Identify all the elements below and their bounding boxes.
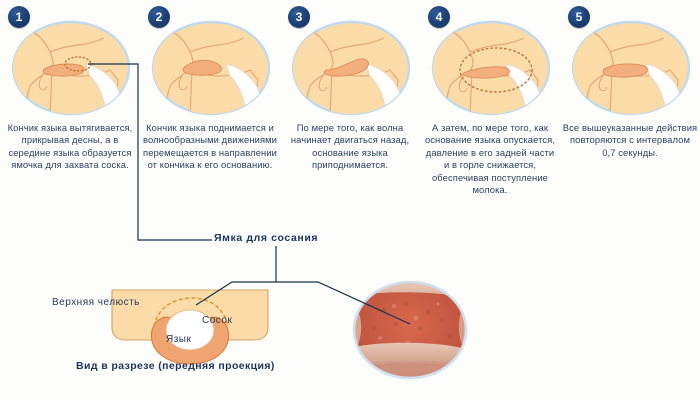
- step-panel-1: 1: [0, 0, 140, 240]
- step-illustration-3: [290, 18, 412, 118]
- step-caption-1: Кончик языка вытягивается, прикрывая дес…: [7, 122, 133, 171]
- step-illustration-4: [430, 18, 552, 118]
- step-caption-2: Кончик языка поднимается и волнообразным…: [143, 122, 277, 171]
- step-panel-5: 5 Все вышеуказанные действия повторяются: [560, 0, 700, 240]
- step-caption-5: Все вышеуказанные действия повторяются с…: [562, 122, 698, 158]
- step-illustration-2: [150, 18, 272, 118]
- suckling-dimple-dashed-arc: [153, 297, 229, 327]
- callout-label-suckling-dimple: Ямка для сосания: [214, 232, 319, 244]
- cross-section-caption: Вид в разрезе (передняя проекция): [76, 360, 275, 372]
- step-number-badge-1: 1: [8, 6, 30, 28]
- step-number-badge-5: 5: [568, 6, 590, 28]
- step-illustration-5: [570, 18, 692, 118]
- step-number-badge-2: 2: [148, 6, 170, 28]
- label-nipple: Сосок: [202, 315, 233, 326]
- step-illustration-1: [10, 18, 132, 118]
- cross-section-diagram: [110, 288, 270, 366]
- pressure-zone-dotted-circle-4: [459, 47, 533, 93]
- steps-row: 1: [0, 0, 700, 240]
- step-number-badge-4: 4: [428, 6, 450, 28]
- step-panel-2: 2 Кончик языка поднимается: [140, 0, 280, 240]
- intraoral-photo: [350, 276, 470, 384]
- step-panel-3: 3 По мере того, как волна н: [280, 0, 420, 240]
- step-caption-3: По мере того, как волна начинает двигать…: [290, 122, 410, 171]
- step-number-badge-3: 3: [288, 6, 310, 28]
- label-tongue: Язык: [166, 334, 192, 345]
- step-panel-4: 4: [420, 0, 560, 240]
- step-caption-4: А затем, по мере того, как основание язы…: [424, 122, 556, 196]
- nipple-shape: [165, 309, 215, 351]
- label-upper-jaw: Верхняя челюсть: [52, 297, 140, 308]
